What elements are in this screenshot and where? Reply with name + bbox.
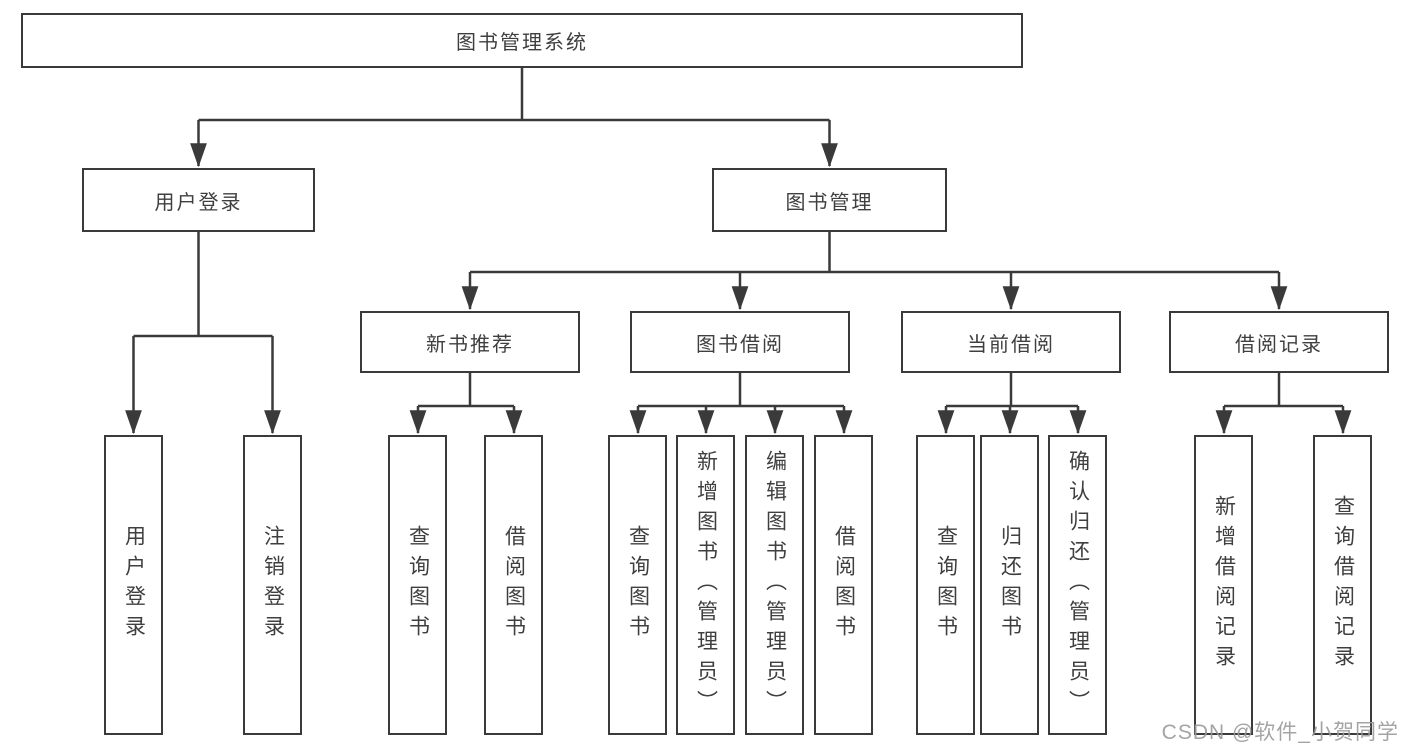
leaf-query-books-current: 查询图书 bbox=[916, 435, 975, 735]
leaf-edit-book-admin: 编辑图书（管理员） bbox=[745, 435, 804, 735]
node-user-login: 用户登录 bbox=[82, 168, 315, 232]
leaf-confirm-return-admin: 确认归还（管理员） bbox=[1048, 435, 1107, 735]
leaf-query-books-recommend: 查询图书 bbox=[388, 435, 447, 735]
node-book-borrowing: 图书借阅 bbox=[630, 311, 850, 373]
csdn-watermark: CSDN @软件_小贺同学 bbox=[1161, 721, 1399, 744]
node-library-system: 图书管理系统 bbox=[21, 13, 1023, 68]
node-borrowing-records: 借阅记录 bbox=[1169, 311, 1389, 373]
leaf-add-book-admin: 新增图书（管理员） bbox=[676, 435, 735, 735]
leaf-return-books: 归还图书 bbox=[980, 435, 1039, 735]
leaf-logout: 注销登录 bbox=[243, 435, 302, 735]
node-new-book-recommend: 新书推荐 bbox=[360, 311, 580, 373]
leaf-add-borrow-record: 新增借阅记录 bbox=[1194, 435, 1253, 735]
node-current-borrowing: 当前借阅 bbox=[901, 311, 1121, 373]
leaf-user-login: 用户登录 bbox=[104, 435, 163, 735]
leaf-query-borrow-record: 查询借阅记录 bbox=[1313, 435, 1372, 735]
node-book-management: 图书管理 bbox=[712, 168, 947, 232]
leaf-query-books-borrowing: 查询图书 bbox=[608, 435, 667, 735]
leaf-borrow-books-borrowing: 借阅图书 bbox=[814, 435, 873, 735]
leaf-borrow-books-recommend: 借阅图书 bbox=[484, 435, 543, 735]
